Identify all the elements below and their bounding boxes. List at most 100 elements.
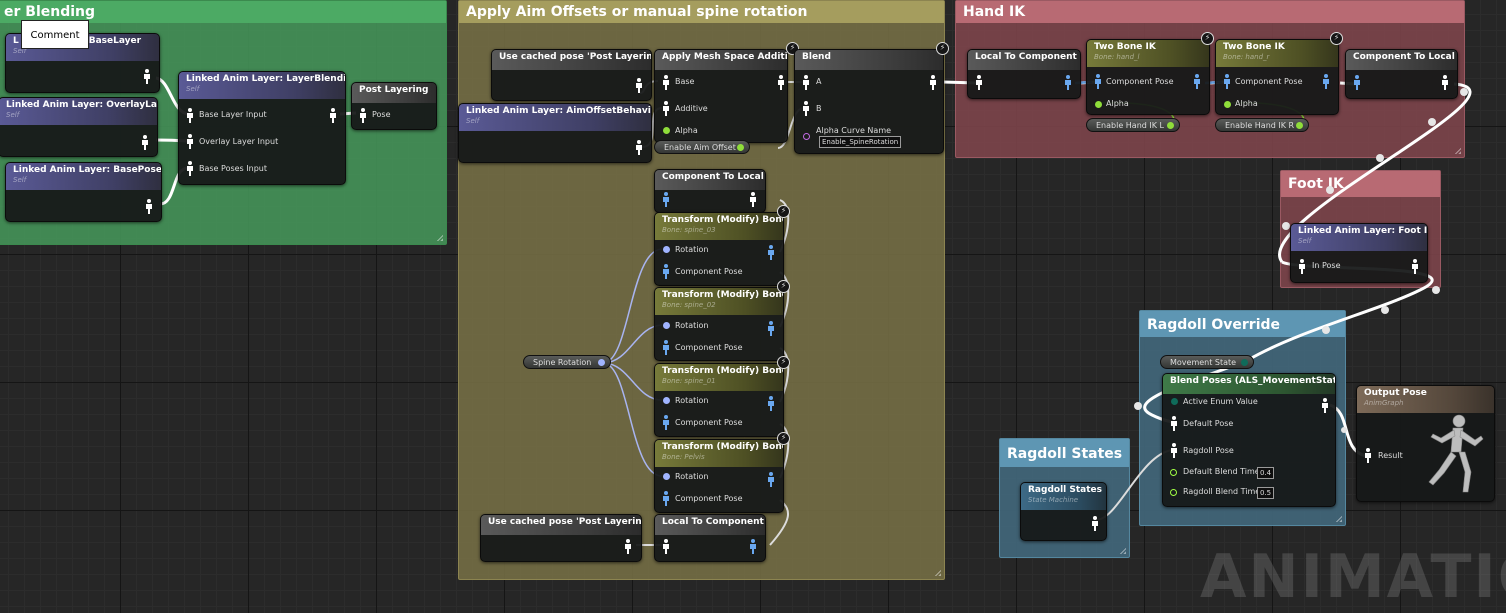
pose-pin-icon[interactable] [749,539,757,554]
pose-pin-icon[interactable] [186,134,194,149]
node-post-layering[interactable]: Post Layering Pose [351,82,437,130]
pose-pin-icon[interactable] [767,321,775,336]
node-component-to-local-mid[interactable]: Component To Local [654,169,766,213]
pose-pin-icon[interactable] [624,539,632,554]
pose-pin-icon[interactable] [1321,398,1329,413]
rotator-pin-icon[interactable] [598,359,605,366]
rotator-pin-icon[interactable] [663,322,670,329]
pose-pin-icon[interactable] [1170,443,1178,458]
bool-pin-icon[interactable] [1224,101,1231,108]
resize-handle[interactable] [1454,147,1461,154]
pose-pin-icon[interactable] [802,101,810,116]
bool-pin-icon[interactable] [1296,122,1303,129]
pose-pin-icon[interactable] [662,539,670,554]
pose-pin-icon[interactable] [141,135,149,150]
var-enable-hand-ik-r[interactable]: Enable Hand IK R [1215,118,1309,132]
pose-pin-icon[interactable] [1170,416,1178,431]
pose-pin-icon[interactable] [802,75,810,90]
default-blend-time-field[interactable]: 0.4 [1257,467,1275,479]
pose-pin-icon[interactable] [767,472,775,487]
pose-pin-icon[interactable] [1353,75,1361,90]
node-local-to-component-top[interactable]: Local To Component [967,49,1081,99]
pose-pin-icon[interactable] [143,69,151,84]
pose-pin-icon[interactable] [662,75,670,90]
node-mesh-space-additive[interactable]: Apply Mesh Space Additive Base Additive … [654,49,788,143]
resize-handle[interactable] [1119,547,1126,554]
pose-pin-icon[interactable] [662,192,670,207]
pose-pin-icon[interactable] [359,108,367,123]
pose-pin-icon[interactable] [1091,516,1099,531]
float-pin-icon[interactable] [1170,469,1177,476]
node-cached-pose-top[interactable]: Use cached pose 'Post Layering' [491,49,652,101]
pose-pin-icon[interactable] [1298,259,1306,274]
bool-pin-icon[interactable] [663,127,670,134]
resize-handle[interactable] [436,234,443,241]
pose-pin-icon[interactable] [635,78,643,93]
pose-pin-icon[interactable] [1064,75,1072,90]
node-component-to-local-top[interactable]: Component To Local [1345,49,1458,99]
pose-pin-icon[interactable] [767,245,775,260]
resize-handle[interactable] [1335,515,1342,522]
pose-pin-icon[interactable] [662,264,670,279]
node-blend[interactable]: Blend A B Alpha Curve Name Enable_SpineR… [794,49,944,154]
node-blend-poses[interactable]: Blend Poses (ALS_MovementState) Active E… [1162,373,1336,507]
pose-pin-icon[interactable] [767,396,775,411]
resize-handle[interactable] [934,569,941,576]
pose-pin-icon[interactable] [635,140,643,155]
pose-pin-icon[interactable] [929,75,937,90]
enum-pin-icon[interactable] [1241,359,1248,366]
var-enable-hand-ik-l[interactable]: Enable Hand IK L [1086,118,1180,132]
pose-pin-icon[interactable] [1094,74,1102,89]
pose-pin-icon[interactable] [975,75,983,90]
bool-pin-icon[interactable] [1095,101,1102,108]
var-spine-rotation[interactable]: Spine Rotation [523,355,611,369]
bool-pin-icon[interactable] [1167,122,1174,129]
node-title: Use cached pose 'Post Layering' [488,517,641,527]
pose-pin-icon[interactable] [186,161,194,176]
node-cached-pose-bottom[interactable]: Use cached pose 'Post Layering' [480,514,642,562]
pose-pin-icon[interactable] [662,415,670,430]
pose-pin-icon[interactable] [1193,74,1201,89]
pose-pin-icon[interactable] [329,108,337,123]
curve-pin-icon[interactable] [803,133,810,140]
node-local-to-component-bottom[interactable]: Local To Component [654,514,766,562]
rotator-pin-icon[interactable] [663,473,670,480]
pose-pin-icon[interactable] [186,108,194,123]
pose-pin-icon[interactable] [662,101,670,116]
float-pin-icon[interactable] [1170,489,1177,496]
pose-pin-icon[interactable] [749,192,757,207]
pose-pin-icon[interactable] [662,491,670,506]
pin-in-pose: In Pose [1312,261,1341,270]
node-subtitle: Bone: spine_03 [662,226,716,234]
pose-pin-icon[interactable] [1364,448,1372,463]
pin-component-pose: Component Pose [675,494,743,503]
alpha-curve-name-field[interactable]: Enable_SpineRotation [819,136,902,148]
pose-pin-icon[interactable] [1322,74,1330,89]
pose-pin-icon[interactable] [1411,259,1419,274]
bool-pin-icon[interactable] [737,144,744,151]
pose-pin-icon[interactable] [145,199,153,214]
ragdoll-blend-time-field[interactable]: 0.5 [1257,487,1275,499]
var-enable-aim-offset[interactable]: Enable Aim Offset [654,140,750,154]
pose-pin-icon[interactable] [777,75,785,90]
pose-pin-icon[interactable] [1441,75,1449,90]
enum-pin-icon[interactable] [1171,398,1178,405]
var-movement-state[interactable]: Movement State [1160,355,1254,369]
pose-pin-icon[interactable] [1223,74,1231,89]
rotator-pin-icon[interactable] [663,246,670,253]
rotator-pin-icon[interactable] [663,397,670,404]
pose-pin-icon[interactable] [662,340,670,355]
